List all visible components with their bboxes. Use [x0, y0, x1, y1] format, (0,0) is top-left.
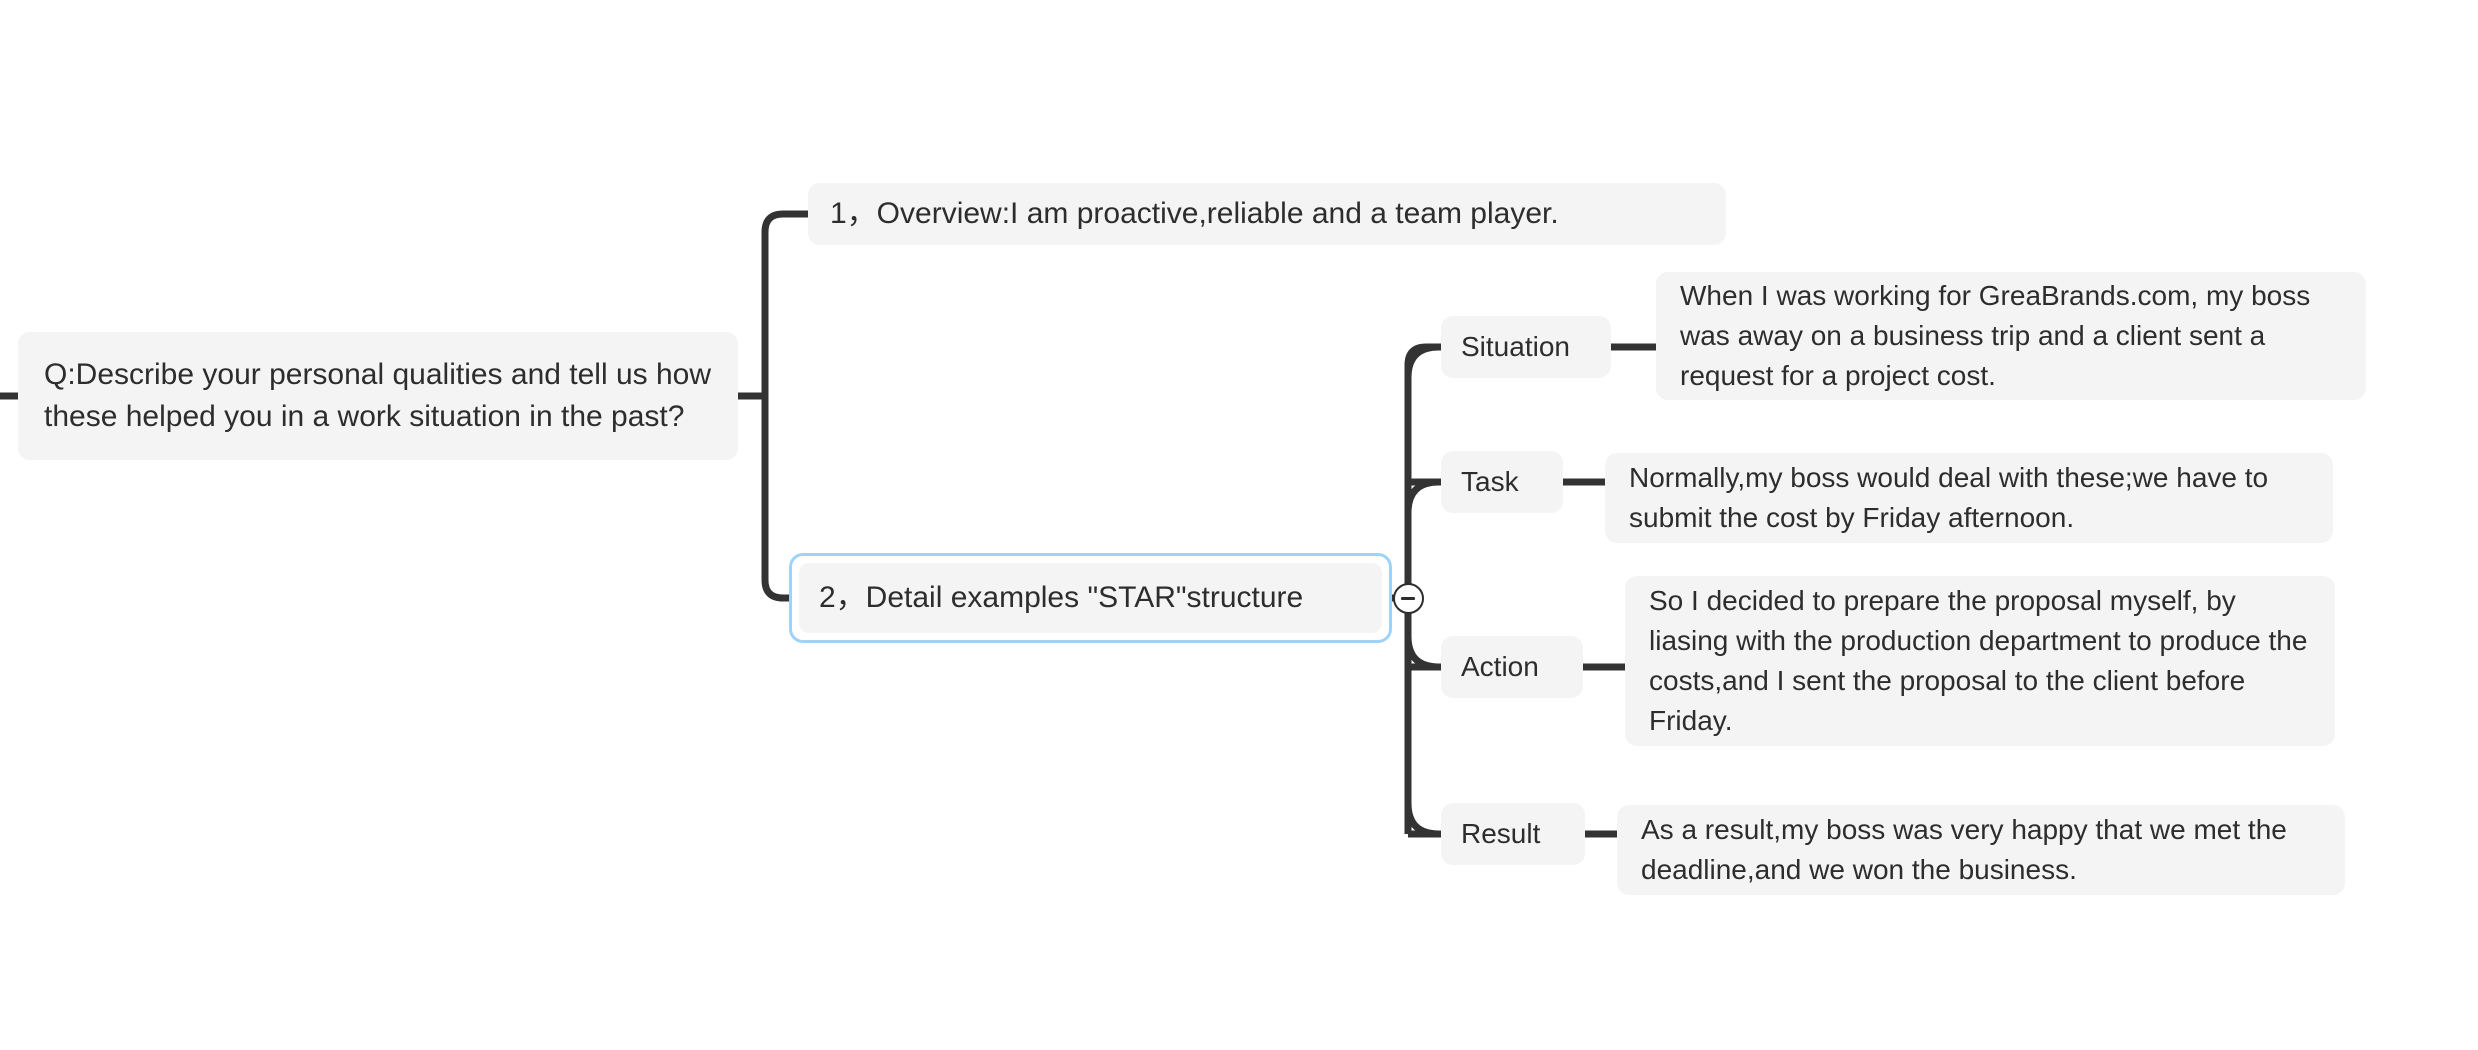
star-label-task-text: Task: [1461, 466, 1519, 497]
branch-node-detail[interactable]: 2，Detail examples "STAR"structure: [799, 563, 1382, 633]
root-node[interactable]: Q:Describe your personal qualities and t…: [18, 332, 738, 460]
star-label-situation[interactable]: Situation: [1441, 316, 1611, 378]
branch-node-overview-text: 1，Overview:I am proactive,reliable and a…: [830, 197, 1559, 230]
star-body-result-text: As a result,my boss was very happy that …: [1641, 814, 2287, 885]
star-body-situation-text: When I was working for GreaBrands.com, m…: [1680, 280, 2311, 391]
branch-node-detail-text: 2，Detail examples "STAR"structure: [819, 581, 1304, 614]
star-body-action-text: So I decided to prepare the proposal mys…: [1649, 585, 2308, 736]
star-label-task[interactable]: Task: [1441, 451, 1563, 513]
star-label-action-text: Action: [1461, 651, 1539, 682]
star-label-action[interactable]: Action: [1441, 636, 1583, 698]
star-label-situation-text: Situation: [1461, 331, 1570, 362]
star-body-action[interactable]: So I decided to prepare the proposal mys…: [1625, 576, 2335, 746]
branch-node-overview[interactable]: 1，Overview:I am proactive,reliable and a…: [808, 183, 1726, 245]
star-body-result[interactable]: As a result,my boss was very happy that …: [1617, 805, 2345, 895]
star-body-task[interactable]: Normally,my boss would deal with these;w…: [1605, 453, 2333, 543]
branch-node-detail-selected[interactable]: 2，Detail examples "STAR"structure: [789, 553, 1392, 643]
star-label-result[interactable]: Result: [1441, 803, 1585, 865]
minus-icon-bar: [1401, 597, 1415, 600]
minus-icon[interactable]: [1393, 583, 1424, 614]
root-node-text: Q:Describe your personal qualities and t…: [44, 358, 712, 433]
star-body-task-text: Normally,my boss would deal with these;w…: [1629, 462, 2269, 533]
star-label-result-text: Result: [1461, 818, 1541, 849]
star-body-situation[interactable]: When I was working for GreaBrands.com, m…: [1656, 272, 2366, 400]
